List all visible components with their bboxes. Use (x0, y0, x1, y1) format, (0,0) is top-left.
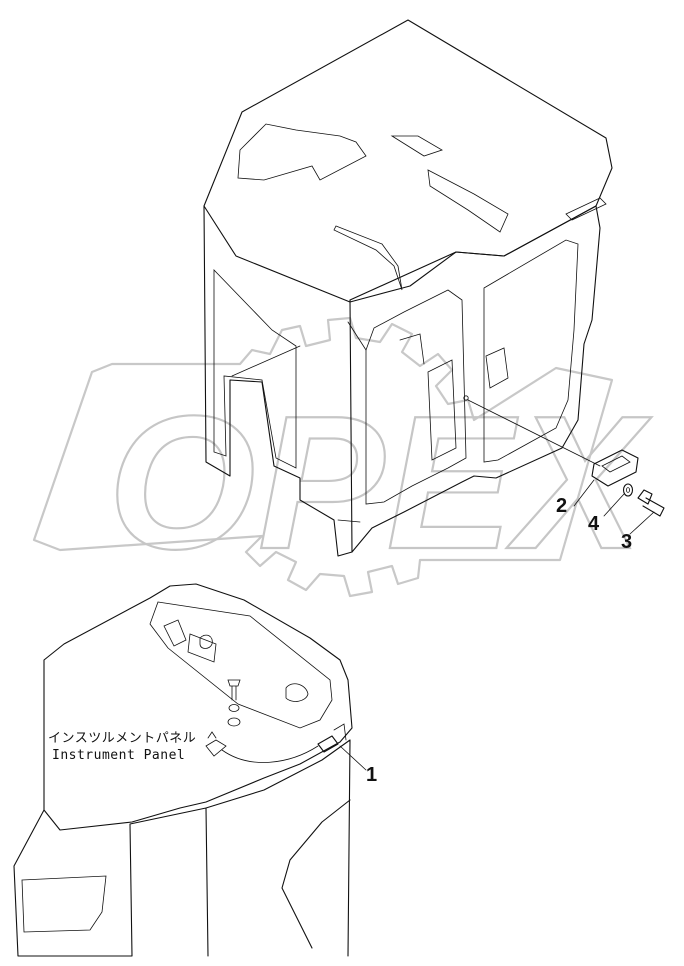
panel-edge (333, 723, 347, 741)
panel-gauge-icon (199, 634, 213, 649)
washer-part (622, 483, 634, 497)
washer-hole (626, 487, 631, 493)
cab-inner-box (399, 333, 457, 461)
cab-roof (203, 19, 613, 303)
cab-body-left (203, 205, 353, 557)
callout-1: 1 (366, 764, 377, 786)
panel-label-japanese: インスツルメントパネル (48, 731, 196, 746)
panel-pedestal-detail (21, 875, 107, 933)
cab-window-middle (365, 289, 467, 505)
leader-line (467, 399, 601, 467)
cab-roof-detail (390, 135, 443, 157)
panel-top (149, 601, 333, 729)
washer-part-small (228, 704, 240, 712)
panel-label-english: Instrument Panel (52, 748, 185, 763)
leader-line (573, 479, 595, 507)
cab-window-right (483, 239, 579, 463)
watermark: OPEX (32, 316, 652, 598)
bolt-part (637, 489, 665, 517)
callout-2: 2 (556, 495, 567, 517)
panel-gauge-icon (285, 683, 309, 702)
callout-4: 4 (588, 513, 600, 535)
cab-roof-detail (565, 197, 607, 221)
cab-roof-detail (237, 123, 367, 181)
hardware-group (573, 449, 665, 535)
panel-gauge-cluster (163, 619, 217, 663)
panel-pedestal (13, 739, 351, 957)
cab-inner-box (485, 347, 509, 389)
bracket-part-detail (601, 455, 631, 473)
leader-line (339, 745, 367, 771)
panel-outer (43, 583, 353, 831)
watermark-gear (32, 316, 614, 598)
leader-line (629, 511, 655, 535)
cab-assembly (203, 19, 613, 557)
instrument-panel-assembly (13, 583, 367, 957)
washer-part-small (227, 717, 241, 727)
leader-line (603, 493, 625, 517)
mount-point (463, 395, 469, 401)
callout-3: 3 (621, 531, 632, 553)
cab-roof-detail (333, 225, 403, 291)
cab-body-right (349, 205, 601, 553)
cab-roof-detail (427, 169, 509, 233)
switch-part (317, 735, 339, 753)
screw-part (227, 679, 241, 701)
cab-edge-line (231, 321, 367, 523)
cab-window-left (213, 269, 297, 469)
wire-harness (221, 745, 319, 763)
watermark-text: OPEX (108, 377, 652, 589)
switch-bracket (205, 731, 227, 757)
bracket-part (591, 449, 639, 487)
